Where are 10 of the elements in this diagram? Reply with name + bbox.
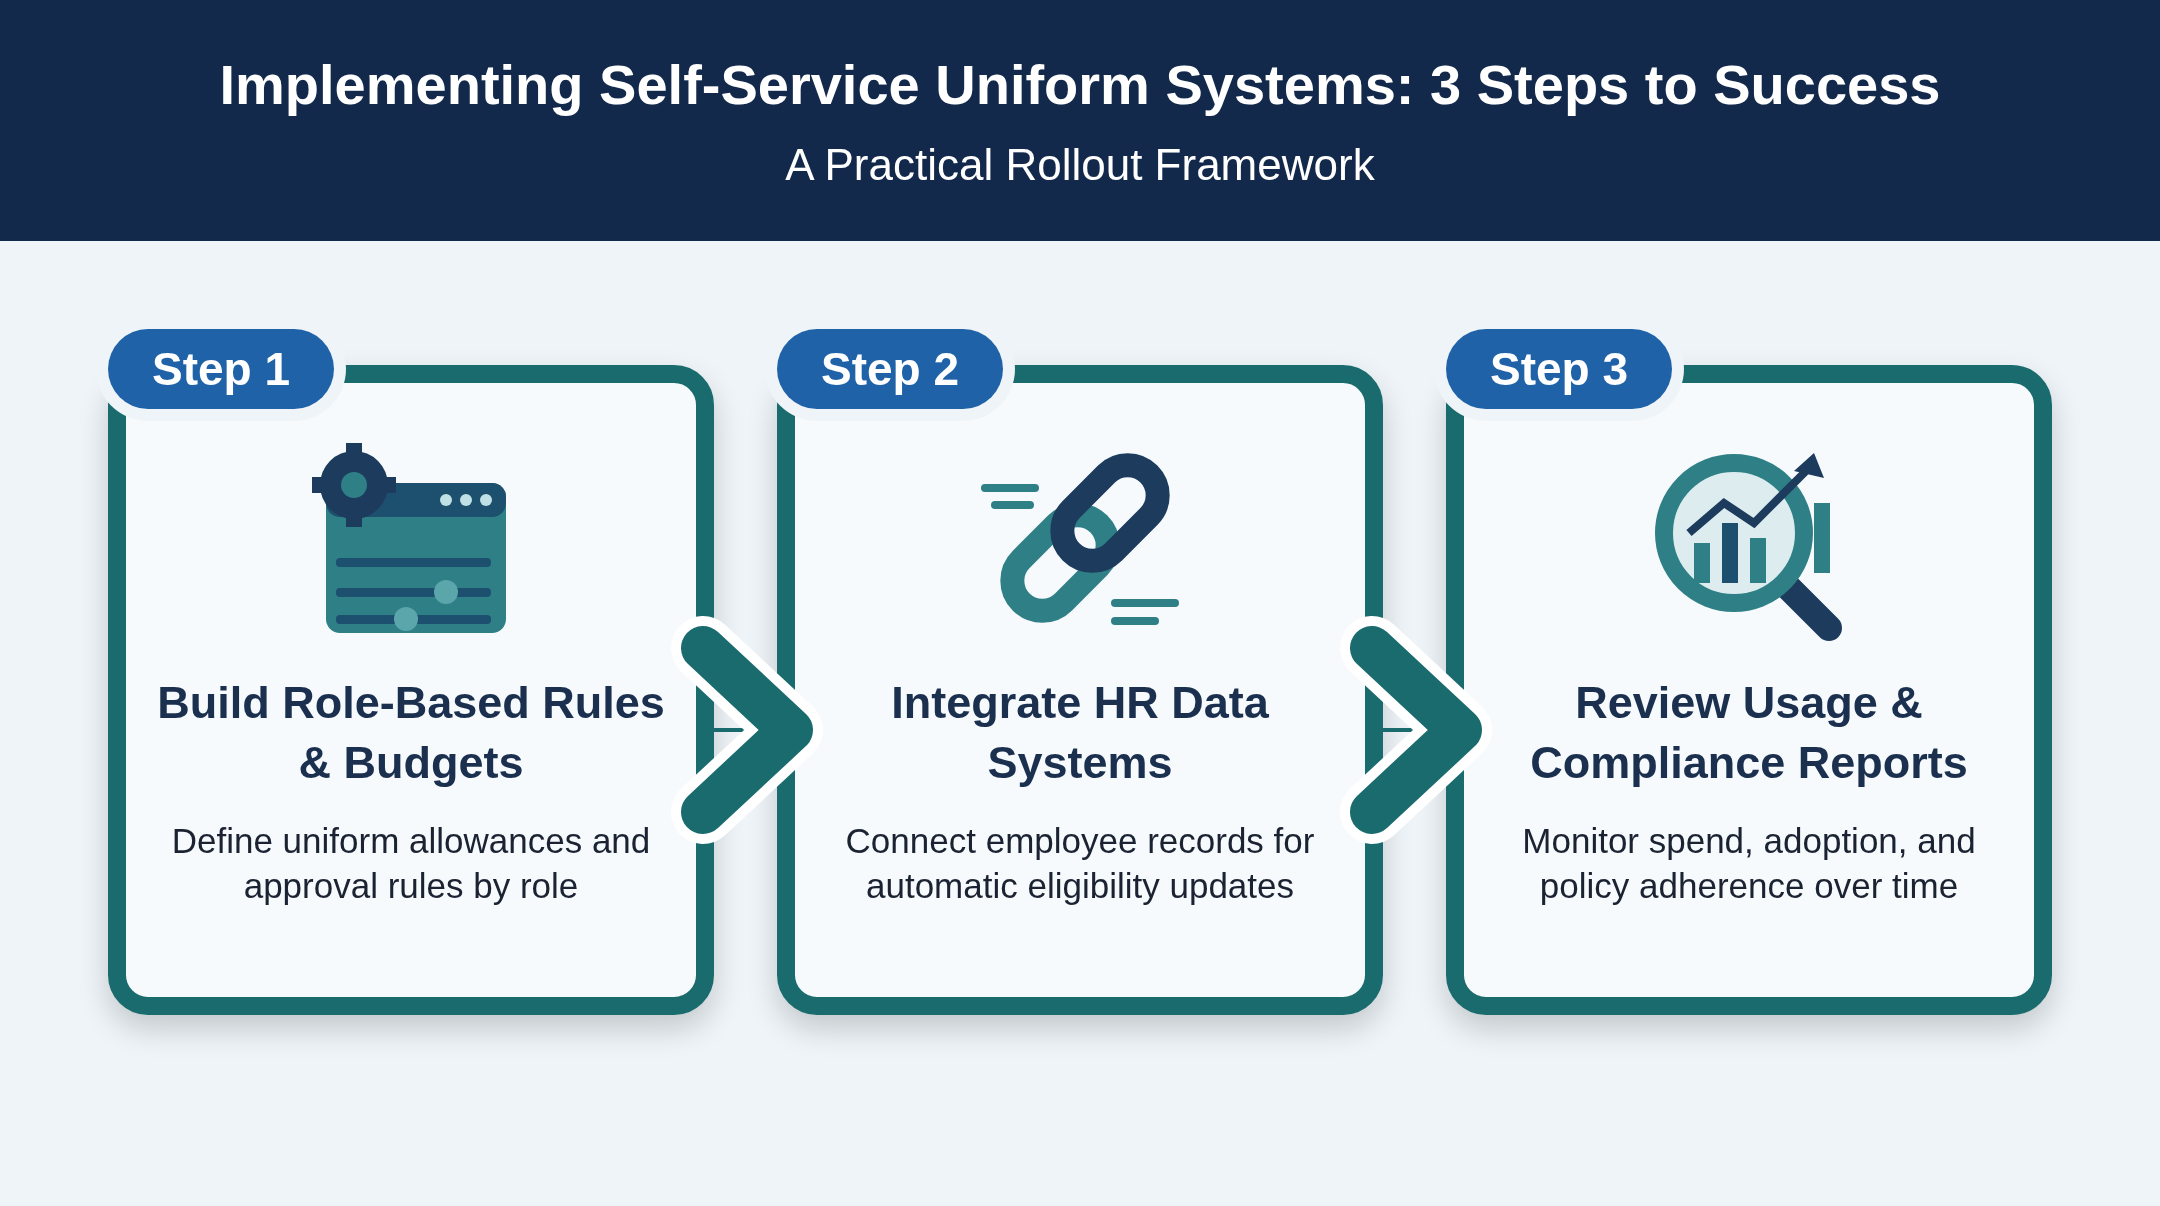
step-heading: Review Usage & Compliance Reports — [1529, 676, 1969, 790]
step-description: Connect employee records for automatic eligibility updates — [844, 820, 1316, 907]
step-description: Define uniform allowances and approval rules by role — [170, 820, 652, 907]
step-heading: Build Role-Based Rules & Budgets — [156, 676, 666, 790]
chevron-arrow — [671, 616, 823, 844]
step-description: Monitor spend, adoption, and policy adherence over time — [1521, 820, 1977, 907]
step-heading: Integrate HR Data Systems — [890, 676, 1270, 790]
chevron-arrow — [1340, 616, 1492, 844]
title: Implementing Self-Service Uniform Systems: 3 Steps to Success — [218, 52, 1942, 117]
subtitle: A Practical Rollout Framework — [784, 140, 1376, 190]
